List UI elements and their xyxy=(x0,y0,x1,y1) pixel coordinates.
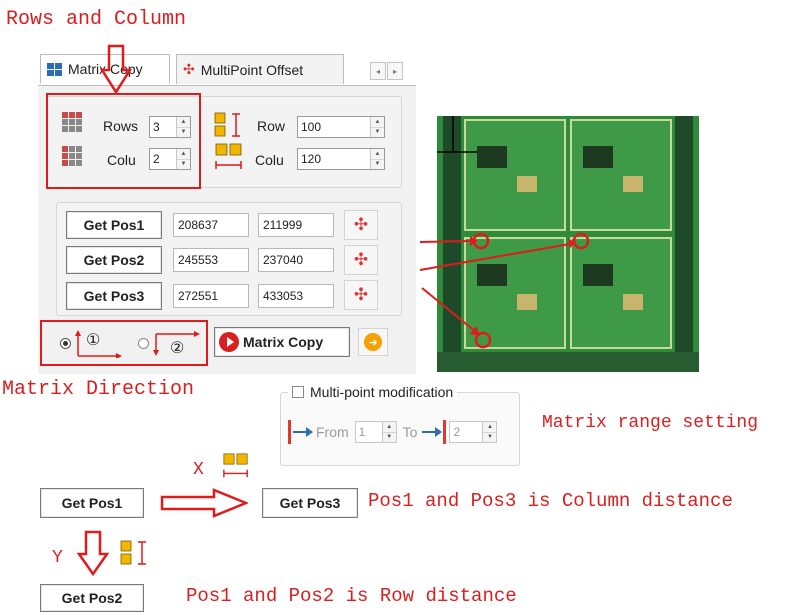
column-distance-icon xyxy=(215,143,242,169)
forward-icon: ➜ xyxy=(364,333,382,351)
pos3-y-field[interactable]: 433053 xyxy=(258,284,334,308)
from-label: From xyxy=(316,424,349,440)
multipoint-checkbox-label: Multi-point modification xyxy=(310,384,454,400)
row-distance-value: 100 xyxy=(301,120,322,134)
pos3-x-field[interactable]: 272551 xyxy=(173,284,249,308)
down-arrow-annotation-2 xyxy=(77,530,109,577)
tab-multipoint-offset[interactable]: ✣ MultiPoint Offset xyxy=(176,54,344,84)
pos2-move-button[interactable]: ✣ xyxy=(344,245,378,275)
colu-label: Colu xyxy=(107,152,136,168)
pos1-pos3-annotation: Pos1 and Pos3 is Column distance xyxy=(368,490,733,512)
rows-up-button[interactable]: ▲ xyxy=(177,117,190,128)
colu-down-button[interactable]: ▼ xyxy=(177,159,190,169)
diagram-get-pos2-button: Get Pos2 xyxy=(40,584,144,612)
y-axis-label: Y xyxy=(52,548,63,568)
colu-up-button[interactable]: ▲ xyxy=(177,149,190,160)
pos2-x-field[interactable]: 245553 xyxy=(173,248,249,272)
to-spinbox[interactable]: 2 ▲▼ xyxy=(449,421,498,443)
row-distance-down-button[interactable]: ▼ xyxy=(371,127,384,137)
matrix-direction-annotation: Matrix Direction xyxy=(2,378,195,401)
to-up-button[interactable]: ▲ xyxy=(483,422,497,433)
colu-spinbox[interactable]: 2 ▲▼ xyxy=(149,148,191,170)
colu-value: 2 xyxy=(153,152,160,166)
matrix-copy-button[interactable]: Matrix Copy xyxy=(214,327,350,357)
from-range-row: From 1 ▲▼ To 2 ▲▼ xyxy=(286,420,498,444)
pos2-y-field[interactable]: 237040 xyxy=(258,248,334,272)
matrix-copy-label: Matrix Copy xyxy=(243,334,324,350)
column-distance-up-button[interactable]: ▲ xyxy=(371,149,384,160)
multipoint-checkbox[interactable] xyxy=(292,386,304,398)
x-axis-label: X xyxy=(193,460,204,480)
from-spinbox[interactable]: 1 ▲▼ xyxy=(354,421,397,443)
tab-divider xyxy=(38,85,416,86)
move-icon: ✣ xyxy=(353,285,369,304)
rows-grid-icon xyxy=(62,112,82,132)
rows-and-column-annotation: Rows and Column xyxy=(6,8,187,31)
column-distance-spinbox[interactable]: 120 ▲▼ xyxy=(297,148,385,170)
move-icon: ✣ xyxy=(353,250,369,269)
direction-2-label: ② xyxy=(170,340,185,357)
direction-radio-1[interactable] xyxy=(60,338,71,349)
direction-option-2[interactable]: ② xyxy=(138,330,202,358)
column-distance-down-button[interactable]: ▼ xyxy=(371,159,384,169)
get-pos3-button[interactable]: Get Pos3 xyxy=(66,282,162,310)
play-icon xyxy=(219,332,239,352)
matrix-size-group xyxy=(46,96,402,188)
tab-scroll-right-button[interactable]: ▸ xyxy=(387,62,403,80)
move-icon: ✣ xyxy=(353,215,369,234)
matrix-direction-highlight xyxy=(40,320,208,366)
matrix-range-setting-annotation: Matrix range setting xyxy=(542,413,759,433)
pos1-move-button[interactable]: ✣ xyxy=(344,210,378,240)
rows-spinbox[interactable]: 3 ▲▼ xyxy=(149,116,191,138)
direction-1-label: ① xyxy=(86,332,101,349)
pos1-x-field[interactable]: 208637 xyxy=(173,213,249,237)
to-down-button[interactable]: ▼ xyxy=(483,432,497,442)
direction-option-1[interactable]: ① xyxy=(60,330,124,358)
to-bracket-icon xyxy=(422,420,447,444)
from-down-button[interactable]: ▼ xyxy=(382,432,396,442)
down-arrow-annotation xyxy=(100,44,132,95)
pos1-y-field[interactable]: 211999 xyxy=(258,213,334,237)
pos1-pos2-annotation: Pos1 and Pos2 is Row distance xyxy=(186,585,517,607)
multipoint-offset-icon: ✣ xyxy=(183,61,195,77)
pos3-move-button[interactable]: ✣ xyxy=(344,280,378,310)
rows-value: 3 xyxy=(153,120,160,134)
tab-scroll-left-button[interactable]: ◂ xyxy=(370,62,386,80)
rows-column-highlight xyxy=(46,93,201,189)
row-distance-icon xyxy=(214,112,240,137)
tab-multipoint-offset-label: MultiPoint Offset xyxy=(200,61,304,78)
right-arrow-annotation xyxy=(160,488,248,518)
diagram-get-pos3-button: Get Pos3 xyxy=(262,488,358,518)
rows-down-button[interactable]: ▼ xyxy=(177,127,190,137)
matrix-copy-next-button[interactable]: ➜ xyxy=(358,328,388,356)
column-distance-value: 120 xyxy=(301,152,322,166)
direction-2-arrow-icon xyxy=(153,331,200,356)
diagram-get-pos1-button: Get Pos1 xyxy=(40,488,144,518)
get-pos1-button[interactable]: Get Pos1 xyxy=(66,211,162,239)
row-distance-label: Row xyxy=(257,118,286,134)
get-pos2-button[interactable]: Get Pos2 xyxy=(66,246,162,274)
pos-to-pcb-arrows xyxy=(419,236,576,336)
from-up-button[interactable]: ▲ xyxy=(382,422,396,433)
direction-radio-2[interactable] xyxy=(138,338,149,349)
row-distance-spinbox[interactable]: 100 ▲▼ xyxy=(297,116,385,138)
rows-label: Rows xyxy=(103,118,139,134)
row-distance-small-icon xyxy=(120,540,146,565)
column-distance-label: Colu xyxy=(255,152,284,168)
from-value: 1 xyxy=(358,425,366,439)
direction-1-arrow-icon xyxy=(75,330,122,358)
row-distance-up-button[interactable]: ▲ xyxy=(371,117,384,128)
to-label: To xyxy=(402,424,418,440)
multipoint-checkbox-row[interactable]: Multi-point modification xyxy=(288,384,458,400)
from-bracket-icon xyxy=(288,420,313,444)
column-distance-small-icon xyxy=(223,453,248,478)
matrix-grid-icon xyxy=(47,62,62,76)
columns-grid-icon xyxy=(62,146,82,166)
to-value: 2 xyxy=(453,425,461,439)
